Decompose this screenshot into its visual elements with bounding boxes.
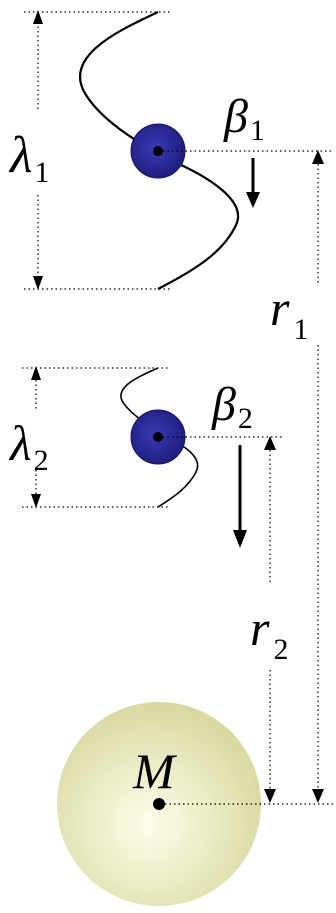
- wave-group-1: λ1 β1: [8, 10, 332, 290]
- beta1-label: β1: [223, 90, 265, 147]
- lambda1-arrow-down: [33, 276, 43, 290]
- beta2-label: β2: [211, 378, 253, 435]
- mass-center: [153, 798, 165, 810]
- wave-group-2: λ2 β2: [8, 366, 282, 548]
- mass-label: M: [132, 743, 177, 799]
- particle-1-center: [153, 146, 163, 156]
- r2-arrow-up: [264, 436, 276, 450]
- lambda2-arrow-up: [31, 366, 41, 380]
- lambda1-label: λ1: [8, 127, 50, 189]
- lambda1-arrow-up: [33, 10, 43, 24]
- lambda2-arrow-down: [31, 494, 41, 508]
- r1-arrow-down: [312, 789, 324, 803]
- r1-arrow-up: [312, 150, 324, 164]
- r2-arrow-down: [264, 789, 276, 803]
- mass-body: M: [57, 702, 333, 906]
- lambda2-label: λ2: [8, 415, 49, 477]
- beta2-arrowhead: [233, 530, 247, 548]
- particle-2-center: [153, 432, 163, 442]
- beta1-arrowhead: [246, 192, 260, 208]
